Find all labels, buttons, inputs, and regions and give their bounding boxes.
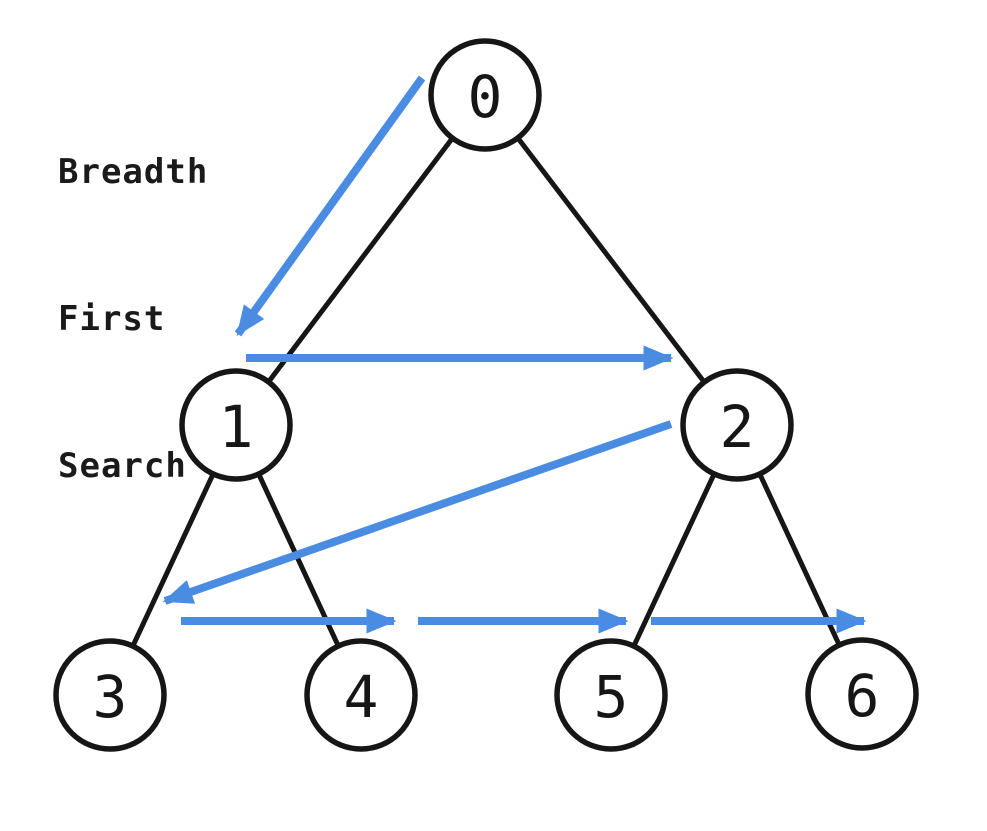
tree-edge-0-1 xyxy=(234,93,487,427)
node-circle-1 xyxy=(179,368,293,482)
node-circle-3 xyxy=(53,638,167,752)
node-label-5: 5 xyxy=(594,663,629,731)
node-circle-6 xyxy=(805,637,919,751)
node-label-4: 4 xyxy=(344,663,379,731)
node-circle-0 xyxy=(428,38,542,152)
node-label-1: 1 xyxy=(219,393,254,461)
node-label-0: 0 xyxy=(468,63,503,131)
node-label-2: 2 xyxy=(720,393,755,461)
diagram-title: Breadth First Search xyxy=(58,50,208,589)
node-circle-2 xyxy=(680,368,794,482)
bfs-arrows-layer xyxy=(162,75,867,634)
diagram-title-line-2: First xyxy=(58,299,166,339)
diagram-title-line-1: Breadth xyxy=(58,152,209,192)
node-circle-5 xyxy=(554,638,668,752)
diagram-title-line-3: Search xyxy=(58,446,187,486)
node-label-6: 6 xyxy=(845,662,880,730)
node-label-3: 3 xyxy=(93,663,128,731)
node-circle-4 xyxy=(304,638,418,752)
tree-nodes-layer: 0 1 2 3 4 5 6 xyxy=(53,38,919,752)
tree-edge-0-2 xyxy=(483,93,739,427)
bfs-arrow-0-1 xyxy=(234,75,426,337)
bfs-arrow-2-3 xyxy=(162,420,673,605)
